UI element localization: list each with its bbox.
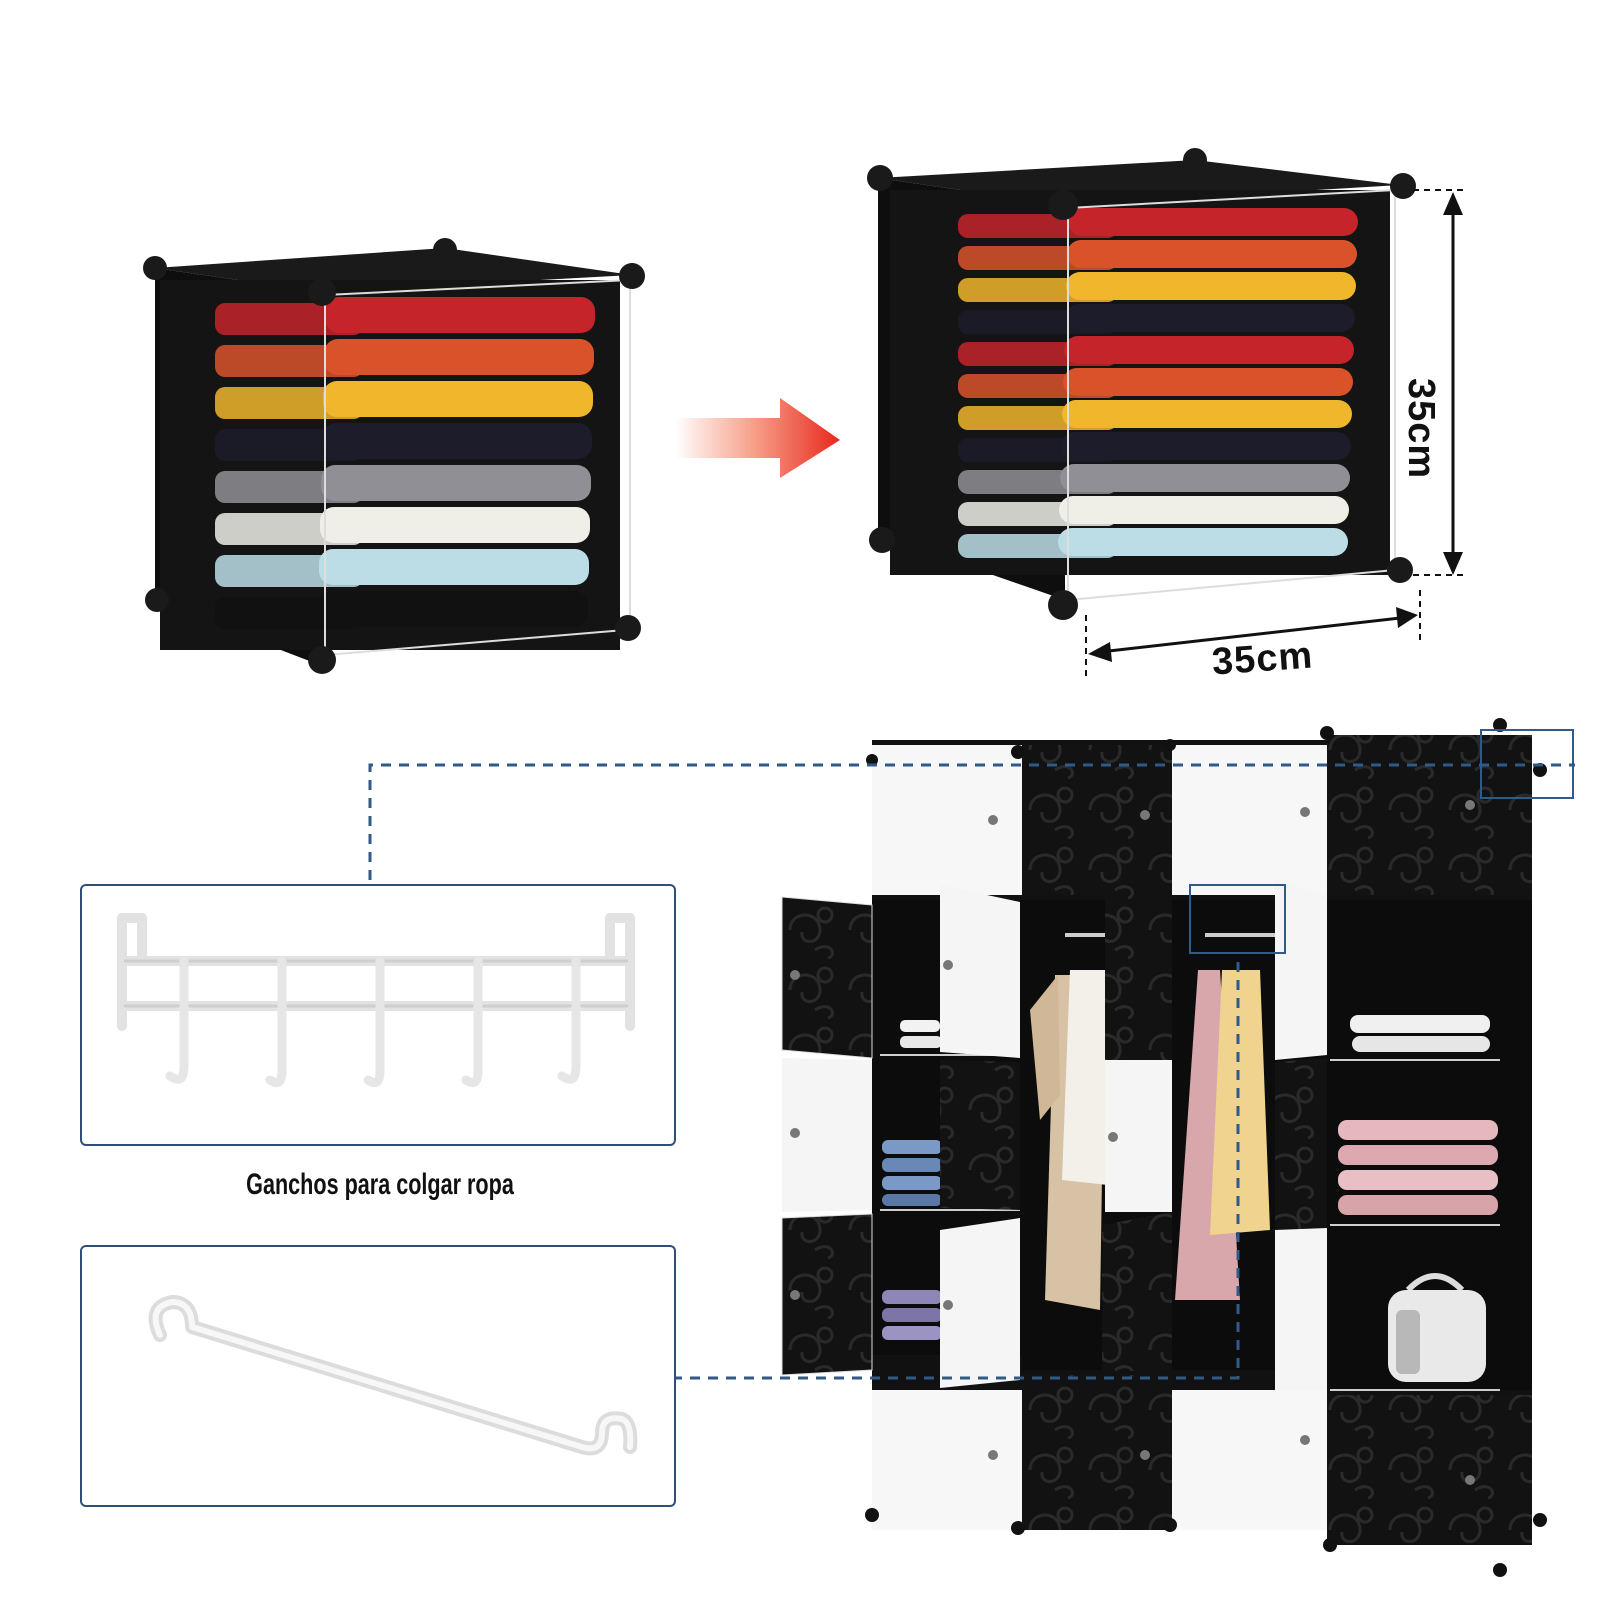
folded-garment <box>318 591 588 627</box>
folded-purple-clothes <box>882 1290 942 1340</box>
folded-garment <box>325 297 595 333</box>
height-dimension-label: 35cm <box>1400 378 1442 480</box>
folded-garment <box>1059 496 1349 524</box>
folded-garment <box>1063 368 1353 396</box>
large-cube <box>867 148 1416 620</box>
wardrobe <box>781 718 1574 1577</box>
folded-pink-clothes <box>1338 1120 1498 1215</box>
over-door-hook-rack-icon <box>117 913 635 1087</box>
folded-garment <box>320 507 590 543</box>
hanging-rod-icon <box>148 1295 638 1456</box>
callout-connectors <box>368 763 1575 1380</box>
hanging-rod-panel <box>80 1245 676 1507</box>
folded-garment <box>1066 272 1356 300</box>
transition-arrow-icon <box>675 398 840 478</box>
dimension-lines <box>1085 189 1465 680</box>
open-doors <box>781 880 1327 1405</box>
folded-garment <box>1060 464 1350 492</box>
small-clothes-stack <box>215 297 595 629</box>
folded-blue-clothes <box>882 1140 942 1206</box>
folded-garment <box>1062 400 1352 428</box>
small-cube <box>143 238 645 674</box>
folded-garment <box>1064 336 1354 364</box>
folded-garment <box>319 549 589 585</box>
large-clothes-stack <box>958 208 1358 558</box>
hanging-coat <box>1030 970 1110 1310</box>
folded-garment <box>1061 432 1351 460</box>
folded-garment <box>322 423 592 459</box>
hanger-hooks-panel <box>80 884 676 1146</box>
folded-garment <box>321 465 591 501</box>
folded-garment <box>1065 304 1355 332</box>
rod-callout-box <box>1189 884 1286 954</box>
folded-white-clothes <box>900 1015 1490 1052</box>
hanging-dresses <box>1175 970 1270 1300</box>
handbag <box>1388 1273 1486 1382</box>
folded-garment <box>323 381 593 417</box>
folded-garment <box>324 339 594 375</box>
folded-garment <box>1067 240 1357 268</box>
width-dimension-label: 35cm <box>1210 634 1315 684</box>
hanger-caption: Ganchos para colgar ropa <box>246 1168 514 1201</box>
folded-garment <box>1068 208 1358 236</box>
folded-garment <box>1058 528 1348 556</box>
